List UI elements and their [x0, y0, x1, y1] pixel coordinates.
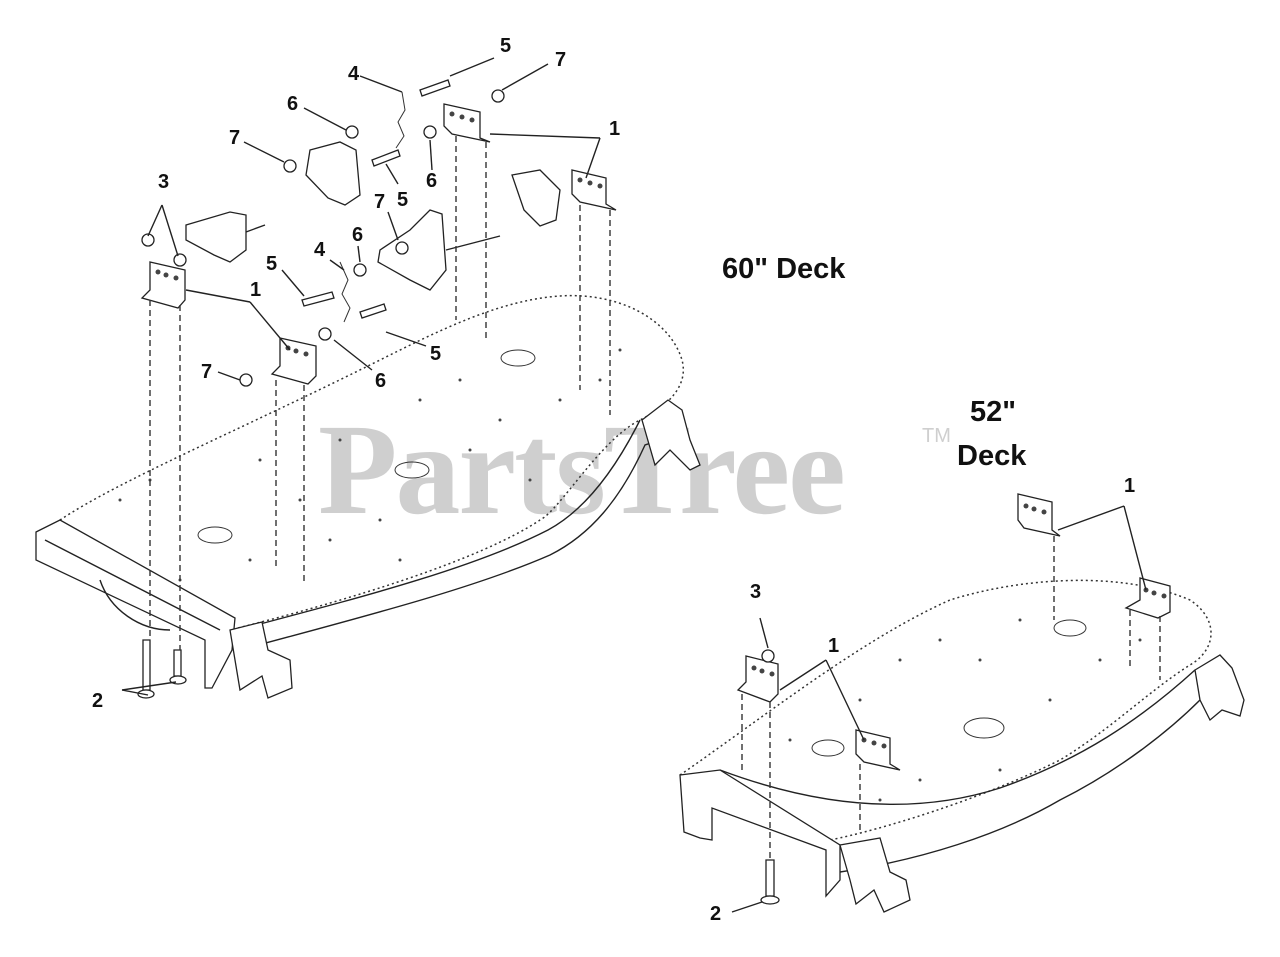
deck-60-hanger-arm-2 [305, 141, 361, 206]
deck-60-hanger-arm-4 [511, 169, 561, 227]
deck-60-label: 60" Deck [722, 253, 846, 285]
callout-7-b: 7 [229, 127, 240, 149]
watermark-trademark: TM [922, 425, 951, 447]
callout-4-b: 4 [314, 239, 326, 261]
deck-60-hanger-arm-1 [185, 211, 247, 263]
deck-52-side-bracket [1194, 654, 1245, 722]
callout-1-a: 1 [609, 118, 620, 140]
deck-52-spindle-2 [963, 717, 1005, 739]
deck-60-spindle-3 [500, 349, 536, 367]
deck-60-spindle-2 [394, 461, 430, 479]
callout-5-a: 5 [500, 35, 511, 57]
callout-6-b: 6 [426, 170, 437, 192]
callout-1-b: 1 [250, 279, 261, 301]
deck-60-front-bar-detail [44, 539, 221, 631]
deck-52-skirt-top [719, 669, 1196, 805]
callout-7-a: 7 [555, 49, 566, 71]
deck-60-bracket-d [571, 169, 617, 211]
callout-2-b: 2 [710, 903, 721, 925]
deck-60-bolt-right [359, 303, 387, 319]
deck-60-side-bracket-left [229, 621, 293, 699]
deck-52-skirt-bottom [839, 699, 1201, 873]
deck-60-bracket-a [140, 261, 186, 309]
callout-4-a: 4 [348, 63, 360, 85]
deck-60-nuts [141, 89, 505, 387]
deck-60-mount-bolt-2 [173, 649, 182, 677]
deck-52-bracket-a [1017, 493, 1061, 537]
deck-52-leader-lines [731, 505, 1147, 913]
deck-52-front-panel [679, 769, 841, 898]
deck-52-spindle-1 [811, 739, 845, 757]
callouts: 1 1 1 1 1 2 2 3 3 4 4 5 5 5 5 6 6 6 6 7 … [92, 35, 1135, 925]
deck-52-mount-bolt-head [760, 895, 780, 905]
callout-3-b: 3 [750, 581, 761, 603]
deck-60-drawing [35, 57, 701, 699]
callout-1-d: 1 [828, 635, 839, 657]
deck-52-top-outline [679, 579, 1212, 841]
deck-60-chain-upper [395, 91, 406, 149]
deck-52-label-line1: 52" [970, 396, 1017, 428]
deck-60-leader-lines [121, 57, 601, 696]
deck-52-mount-bolt [765, 859, 775, 897]
deck-60-hanger-pin-2 [445, 235, 501, 251]
deck-60-spindle-1 [197, 526, 233, 544]
deck-52-front-bracket [839, 837, 911, 913]
callout-2-a: 2 [92, 690, 103, 712]
callout-7-d: 7 [201, 361, 212, 383]
deck-60-hanger-arm-3 [377, 209, 447, 291]
deck-52-bracket-c [736, 655, 779, 703]
deck-60-hanger-pin-1 [245, 224, 266, 233]
callout-5-b: 5 [397, 189, 408, 211]
callout-1-c: 1 [1124, 475, 1135, 497]
deck-52-assembly-lines [741, 536, 1161, 860]
deck-60-mount-bolt-1 [142, 639, 151, 691]
deck-52-bracket-b [1124, 577, 1171, 619]
deck-60-front-bar [35, 519, 236, 689]
deck-60-skirt-top [229, 419, 641, 633]
deck-60-bolt-left [301, 291, 335, 307]
deck-52-drawing [679, 493, 1245, 913]
deck-52-nut [761, 649, 775, 663]
deck-60-assembly-lines [149, 136, 611, 650]
deck-60-bolt-upper [419, 79, 451, 97]
deck-52-label-line2: Deck [957, 440, 1027, 472]
callout-7-c: 7 [374, 191, 385, 213]
callout-6-a: 6 [287, 93, 298, 115]
deck-60-holes [118, 348, 622, 582]
callout-5-d: 5 [430, 343, 441, 365]
deck-60-side-bracket-right [641, 399, 701, 471]
deck-60-bolt-mid [371, 149, 401, 167]
deck-60-skirt [229, 439, 661, 651]
deck-60-bracket-c [443, 103, 491, 143]
deck-52-bracket-d [855, 729, 901, 771]
callout-5-c: 5 [266, 253, 277, 275]
deck-52-spindle-3 [1053, 619, 1087, 637]
callout-6-d: 6 [375, 370, 386, 392]
deck-60-chain-lower [339, 261, 351, 323]
deck-52-holes [788, 618, 1142, 802]
deck-60-bracket-b [270, 337, 317, 385]
callout-3-a: 3 [158, 171, 169, 193]
callout-6-c: 6 [352, 224, 363, 246]
